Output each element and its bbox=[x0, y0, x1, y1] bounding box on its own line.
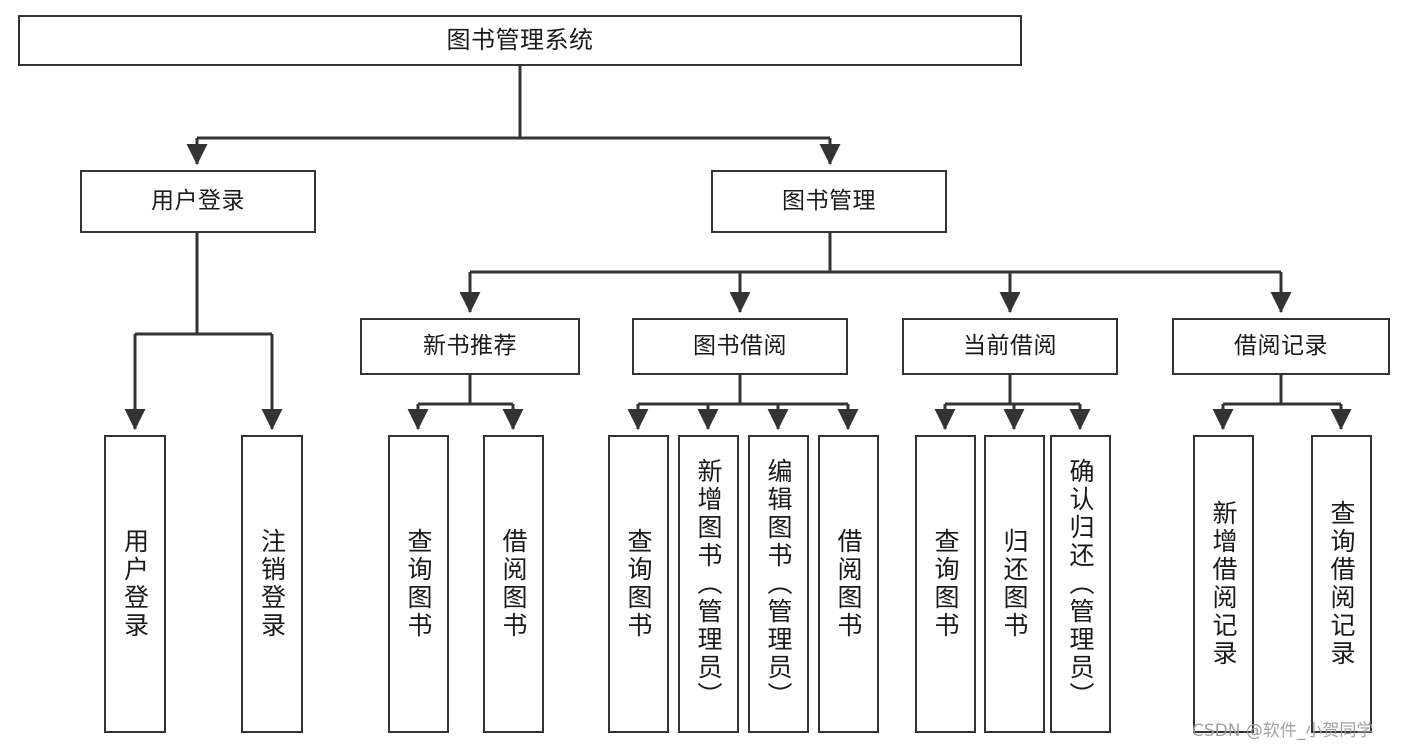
node-leaf-query-record-label: 查询借阅记录 bbox=[1327, 500, 1356, 668]
node-leaf-add-book-label: 新增图书（管理员） bbox=[694, 458, 723, 710]
node-leaf-query-book-3[interactable]: 查询图书 bbox=[915, 435, 976, 733]
node-user-login[interactable]: 用户登录 bbox=[80, 170, 316, 233]
node-current-borrow[interactable]: 当前借阅 bbox=[902, 318, 1118, 375]
node-book-management[interactable]: 图书管理 bbox=[711, 170, 947, 233]
node-leaf-return-book[interactable]: 归还图书 bbox=[984, 435, 1045, 733]
node-leaf-add-book[interactable]: 新增图书（管理员） bbox=[678, 435, 739, 733]
node-root[interactable]: 图书管理系统 bbox=[18, 15, 1022, 66]
node-leaf-query-book-2-label: 查询图书 bbox=[624, 528, 653, 640]
node-leaf-user-login[interactable]: 用户登录 bbox=[104, 435, 166, 733]
node-current-borrow-label: 当前借阅 bbox=[963, 332, 1057, 359]
node-leaf-borrow-book-2-label: 借阅图书 bbox=[834, 528, 863, 640]
node-leaf-query-book-2[interactable]: 查询图书 bbox=[608, 435, 669, 733]
node-leaf-logout-login-label: 注销登录 bbox=[257, 528, 287, 640]
node-leaf-query-record[interactable]: 查询借阅记录 bbox=[1311, 435, 1372, 733]
node-book-borrow[interactable]: 图书借阅 bbox=[632, 318, 848, 375]
node-leaf-borrow-book-1[interactable]: 借阅图书 bbox=[483, 435, 544, 733]
node-leaf-edit-book[interactable]: 编辑图书（管理员） bbox=[748, 435, 809, 733]
node-user-login-label: 用户登录 bbox=[151, 187, 245, 214]
node-leaf-logout-login[interactable]: 注销登录 bbox=[241, 435, 303, 733]
node-book-management-label: 图书管理 bbox=[782, 187, 876, 214]
node-leaf-return-book-label: 归还图书 bbox=[1000, 528, 1029, 640]
node-leaf-query-book-1-label: 查询图书 bbox=[404, 528, 433, 640]
node-leaf-query-book-1[interactable]: 查询图书 bbox=[388, 435, 449, 733]
node-book-borrow-label: 图书借阅 bbox=[693, 332, 787, 359]
node-leaf-borrow-book-2[interactable]: 借阅图书 bbox=[818, 435, 879, 733]
node-new-book-recommend-label: 新书推荐 bbox=[423, 332, 517, 359]
node-leaf-edit-book-label: 编辑图书（管理员） bbox=[764, 458, 793, 710]
node-leaf-user-login-label: 用户登录 bbox=[120, 528, 150, 640]
node-new-book-recommend[interactable]: 新书推荐 bbox=[360, 318, 580, 375]
node-leaf-add-record[interactable]: 新增借阅记录 bbox=[1193, 435, 1254, 733]
node-leaf-borrow-book-1-label: 借阅图书 bbox=[499, 528, 528, 640]
node-leaf-confirm-return[interactable]: 确认归还（管理员） bbox=[1050, 435, 1111, 733]
node-leaf-query-book-3-label: 查询图书 bbox=[931, 528, 960, 640]
node-leaf-add-record-label: 新增借阅记录 bbox=[1209, 500, 1238, 668]
node-root-label: 图书管理系统 bbox=[446, 26, 594, 55]
node-leaf-confirm-return-label: 确认归还（管理员） bbox=[1066, 458, 1095, 710]
node-borrow-record[interactable]: 借阅记录 bbox=[1172, 318, 1390, 375]
node-borrow-record-label: 借阅记录 bbox=[1234, 332, 1328, 359]
